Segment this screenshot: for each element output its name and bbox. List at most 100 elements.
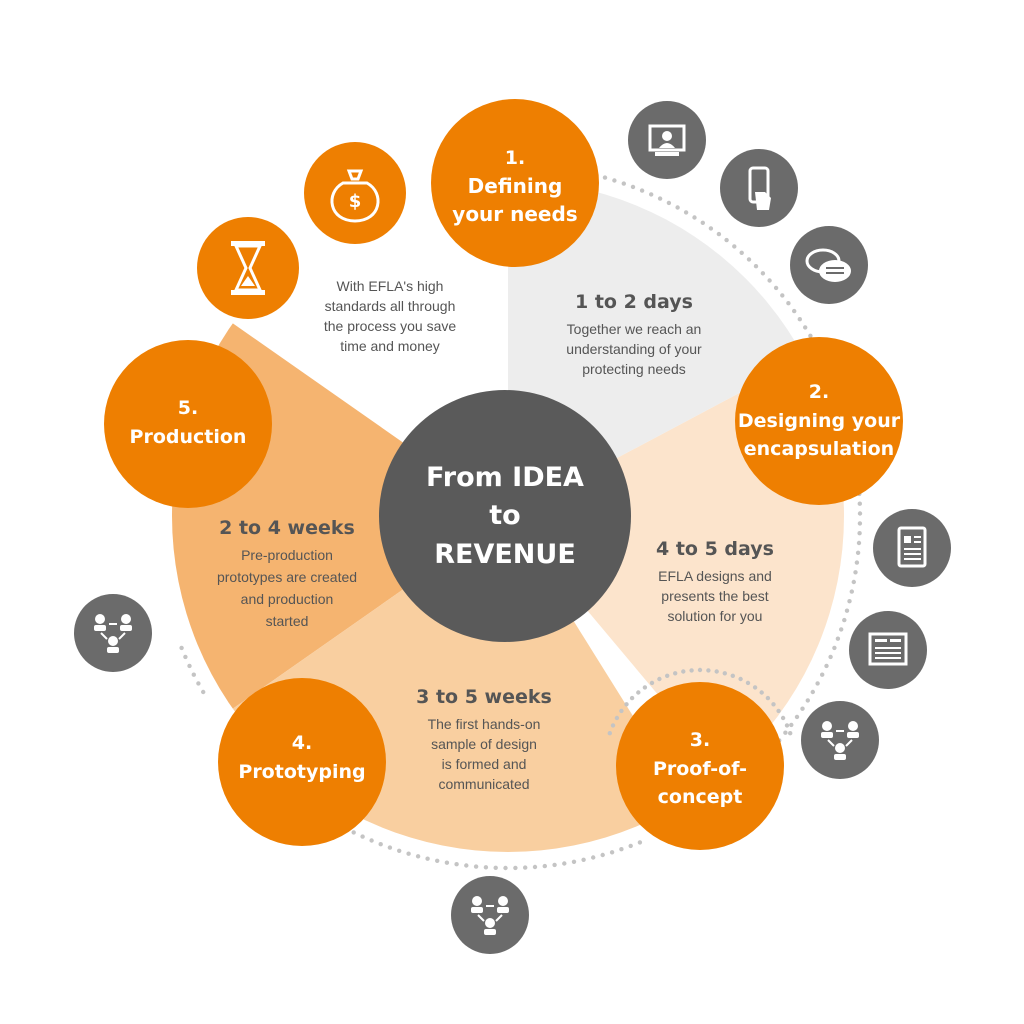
chat-bubbles-icon — [790, 226, 868, 304]
ring-dot — [776, 708, 781, 714]
ring-dot — [771, 702, 776, 707]
ring-dot — [824, 663, 829, 669]
ring-dot — [387, 845, 393, 850]
step-circle-5: 5. Production — [104, 340, 272, 508]
step-2-name-line-2: encapsulation — [744, 438, 894, 460]
step-4-duration: 3 to 5 weeks — [416, 686, 552, 708]
ring-dot — [552, 862, 557, 868]
step-5-duration: 2 to 4 weeks — [219, 517, 355, 539]
ring-dot — [849, 589, 854, 594]
ring-dot — [201, 689, 206, 695]
ring-dot — [794, 714, 800, 720]
ring-dot — [803, 325, 808, 330]
ring-dot — [753, 264, 759, 269]
hourglass-icon — [197, 217, 299, 319]
ring-dot — [642, 685, 648, 690]
ring-dot — [600, 852, 605, 858]
ring-dot — [187, 663, 192, 669]
ring-dot — [513, 865, 518, 871]
ring-dot — [562, 861, 567, 866]
ring-dot — [738, 676, 743, 682]
step-4-desc-3: is formed and — [442, 756, 527, 772]
step-1-desc-2: understanding of your — [566, 341, 702, 357]
step-circle-2: 2. Designing your encapsulation — [735, 337, 903, 505]
team-meeting-icon — [451, 876, 529, 954]
savings-note-line-4: time and money — [340, 338, 440, 354]
ring-dot — [708, 226, 714, 231]
ring-dot — [628, 843, 633, 849]
step-2-details: 4 to 5 days EFLA designs and presents th… — [656, 538, 774, 624]
smartphone-touch-icon — [720, 149, 798, 227]
ring-dot — [666, 200, 672, 206]
money-bag-icon: $ — [304, 142, 406, 244]
ring-dot — [630, 184, 636, 190]
center-line-1: From IDEA — [426, 462, 584, 493]
ring-dot — [805, 698, 810, 703]
ring-dot — [857, 521, 863, 526]
ring-dot — [673, 671, 678, 676]
step-2-desc-3: solution for you — [668, 608, 763, 624]
ring-dot — [783, 730, 788, 735]
ring-dot — [856, 540, 862, 546]
ring-dot — [716, 231, 722, 237]
ring-dot — [851, 579, 856, 585]
step-4-number: 4. — [292, 732, 312, 754]
step-3-name-line-2: concept — [658, 786, 743, 808]
ring-dot — [828, 654, 833, 660]
ring-dot — [681, 669, 686, 674]
step-4-name: Prototyping — [238, 761, 365, 783]
ring-dot — [788, 731, 793, 736]
ring-dot — [649, 192, 654, 197]
ring-dot — [196, 681, 201, 686]
ring-dot — [767, 278, 772, 283]
step-4-desc-2: sample of design — [431, 736, 537, 752]
step-3-number: 3. — [690, 729, 710, 751]
step-1-name-line-1: Defining — [468, 174, 563, 198]
team-meeting-icon — [74, 594, 152, 672]
ring-dot — [378, 842, 383, 847]
ring-dot — [571, 859, 577, 864]
ring-dot — [609, 850, 615, 855]
step-2-number: 2. — [809, 381, 829, 403]
ring-dot — [610, 723, 616, 728]
ring-dot — [629, 695, 635, 701]
ring-dot — [619, 708, 624, 714]
ring-dot — [183, 654, 188, 660]
ring-dot — [835, 636, 841, 641]
ring-dot — [700, 220, 705, 225]
ring-dot — [810, 689, 815, 695]
document-tablet-icon — [873, 509, 951, 587]
ring-dot — [415, 854, 421, 859]
ring-dot — [842, 617, 847, 623]
ring-dot — [191, 672, 196, 677]
step-5-desc-4: started — [266, 613, 309, 629]
ring-dot — [746, 257, 752, 262]
step-1-details: 1 to 2 days Together we reach an underst… — [566, 291, 702, 377]
step-circle-4: 4. Prototyping — [218, 678, 386, 846]
ring-dot — [844, 608, 850, 613]
ring-dot — [857, 511, 863, 516]
ring-dot — [800, 706, 805, 711]
ring-dot — [745, 680, 751, 686]
savings-note-line-1: With EFLA's high — [337, 278, 444, 294]
ring-dot — [853, 570, 858, 575]
step-5-number: 5. — [178, 397, 198, 419]
ring-dot — [612, 178, 617, 183]
ring-dot — [444, 860, 450, 865]
ring-dot — [784, 723, 790, 728]
ring-dot — [493, 865, 498, 870]
ring-dot — [435, 858, 440, 863]
ring-dot — [780, 715, 786, 721]
ring-dot — [425, 856, 430, 861]
step-5-details: 2 to 4 weeks Pre-production prototypes a… — [217, 517, 357, 629]
ring-dot — [820, 672, 825, 677]
ring-dot — [815, 681, 820, 686]
ring-dot — [857, 501, 862, 506]
step-5-desc-1: Pre-production — [241, 547, 333, 563]
step-1-duration: 1 to 2 days — [575, 291, 693, 313]
ring-dot — [665, 673, 670, 678]
ring-dot — [722, 671, 727, 676]
center-line-2: to — [489, 500, 520, 531]
ring-dot — [792, 308, 797, 314]
